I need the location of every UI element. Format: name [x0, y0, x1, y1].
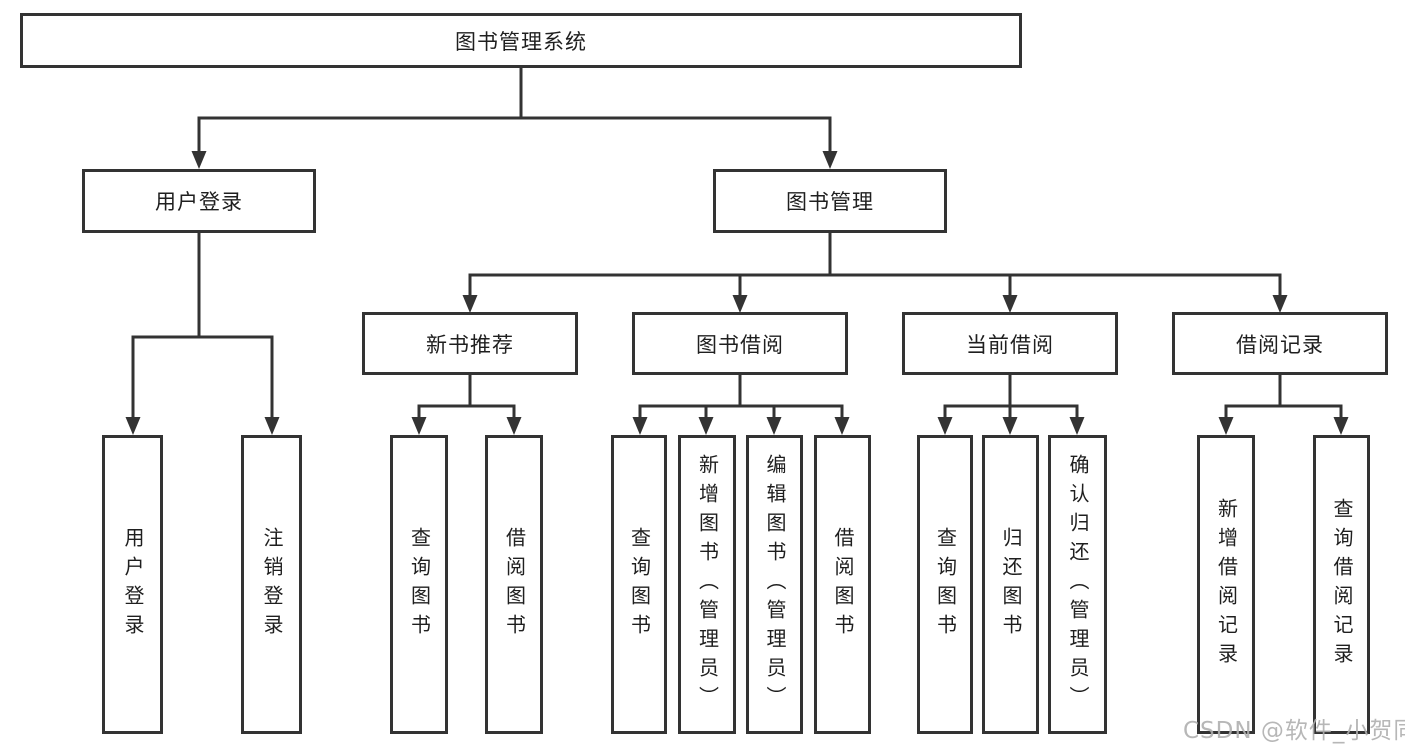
leaf-edit-books-admin: 编辑图书（管理员）: [746, 435, 803, 734]
leaf-logout: 注销登录: [241, 435, 302, 734]
leaf-query-books-current: 查询图书: [917, 435, 973, 734]
leaf-borrow-books: 借阅图书: [814, 435, 871, 734]
node-new-book-recommend: 新书推荐: [362, 312, 578, 375]
node-label: 查询图书: [627, 526, 652, 643]
node-label: 新增图书（管理员）: [695, 454, 720, 715]
leaf-user-login: 用户登录: [102, 435, 163, 734]
node-label: 图书管理系统: [455, 29, 587, 54]
leaf-borrow-books-newbook: 借阅图书: [485, 435, 543, 734]
node-label: 新增借阅记录: [1214, 497, 1239, 672]
node-label: 编辑图书（管理员）: [763, 454, 787, 715]
connector-borrow-to-leaves: [632, 375, 850, 435]
node-label: 当前借阅: [966, 332, 1054, 357]
node-label: 确认归还（管理员）: [1066, 454, 1090, 715]
node-label: 图书管理: [786, 190, 874, 214]
node-label: 注销登录: [260, 526, 284, 643]
node-label: 借阅图书: [831, 526, 855, 643]
connector-root-to-level2: [191, 66, 838, 169]
node-label: 图书借阅: [696, 332, 784, 357]
leaf-query-books-borrow: 查询图书: [611, 435, 667, 734]
leaf-query-books-newbook: 查询图书: [390, 435, 448, 734]
node-current-borrow: 当前借阅: [902, 312, 1118, 375]
leaf-confirm-return-admin: 确认归还（管理员）: [1048, 435, 1107, 734]
leaf-return-books: 归还图书: [982, 435, 1039, 734]
connector-newbook-to-leaves: [411, 375, 522, 435]
node-book-management: 图书管理: [713, 169, 947, 233]
node-label: 用户登录: [121, 526, 145, 643]
leaf-add-books-admin: 新增图书（管理员）: [678, 435, 736, 734]
node-user-login: 用户登录: [82, 169, 316, 233]
node-label: 归还图书: [999, 526, 1023, 643]
node-label: 新书推荐: [426, 332, 514, 357]
watermark: CSDN @软件_小贺同学: [1183, 718, 1405, 744]
node-library-system: 图书管理系统: [20, 13, 1022, 68]
node-borrow-records: 借阅记录: [1172, 312, 1388, 375]
leaf-query-borrow-record: 查询借阅记录: [1313, 435, 1370, 734]
node-label: 查询借阅记录: [1330, 497, 1354, 672]
node-label: 查询图书: [933, 526, 958, 643]
connector-userlogin-to-leaves: [125, 233, 280, 435]
node-book-borrow: 图书借阅: [632, 312, 848, 375]
connector-current-to-leaves: [937, 375, 1085, 435]
node-label: 借阅图书: [502, 526, 527, 643]
connector-records-to-leaves: [1218, 375, 1349, 435]
connector-bookmgmt-to-level3: [462, 233, 1288, 313]
node-label: 用户登录: [155, 190, 243, 214]
leaf-add-borrow-record: 新增借阅记录: [1197, 435, 1255, 734]
node-label: 查询图书: [407, 526, 432, 643]
node-label: 借阅记录: [1236, 332, 1324, 357]
